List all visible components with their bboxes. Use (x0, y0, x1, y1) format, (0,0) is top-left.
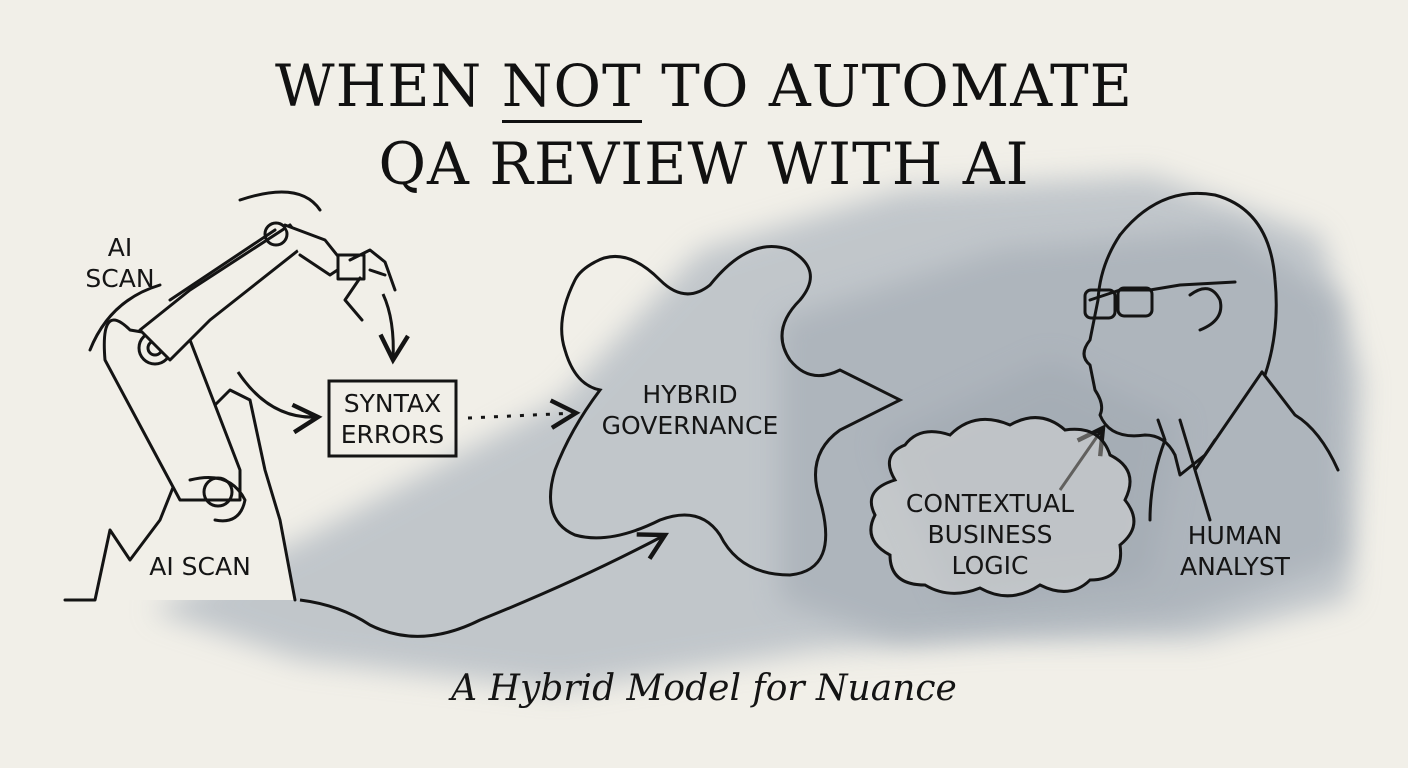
arrow-to-human (1058, 424, 1106, 491)
robot-arm-icon (63, 190, 397, 602)
human-head-icon (1082, 191, 1340, 522)
hybrid-governance-label: HYBRID GOVERNANCE (601, 380, 779, 440)
arrow-to-syntax-left (236, 371, 323, 435)
page-title-line1: WHEN NOT TO AUTOMATE (0, 52, 1408, 123)
human-analyst-label: HUMAN ANALYST (1180, 521, 1290, 581)
curved-arrow-to-hub (299, 532, 670, 638)
title-after: TO AUTOMATE (641, 52, 1133, 120)
syntax-errors-box (327, 379, 458, 458)
watercolor-wash (150, 175, 1362, 690)
title-emphasis: NOT (501, 52, 642, 123)
cloud-icon (869, 416, 1136, 598)
arrow-to-syntax-top (378, 293, 410, 365)
ai-scan-top-label: AI SCAN (85, 233, 155, 293)
dotted-arrow (467, 398, 581, 430)
subtitle: A Hybrid Model for Nuance (451, 668, 957, 709)
hybrid-governance-shape (549, 245, 904, 577)
page-title-line2: QA REVIEW WITH AI (378, 130, 1030, 198)
contextual-business-logic-label: CONTEXTUAL BUSINESS LOGIC (905, 489, 1075, 580)
title-before: WHEN (275, 52, 502, 120)
ai-scan-bottom-label: AI SCAN (149, 552, 251, 581)
syntax-errors-label: SYNTAX ERRORS (340, 389, 445, 449)
